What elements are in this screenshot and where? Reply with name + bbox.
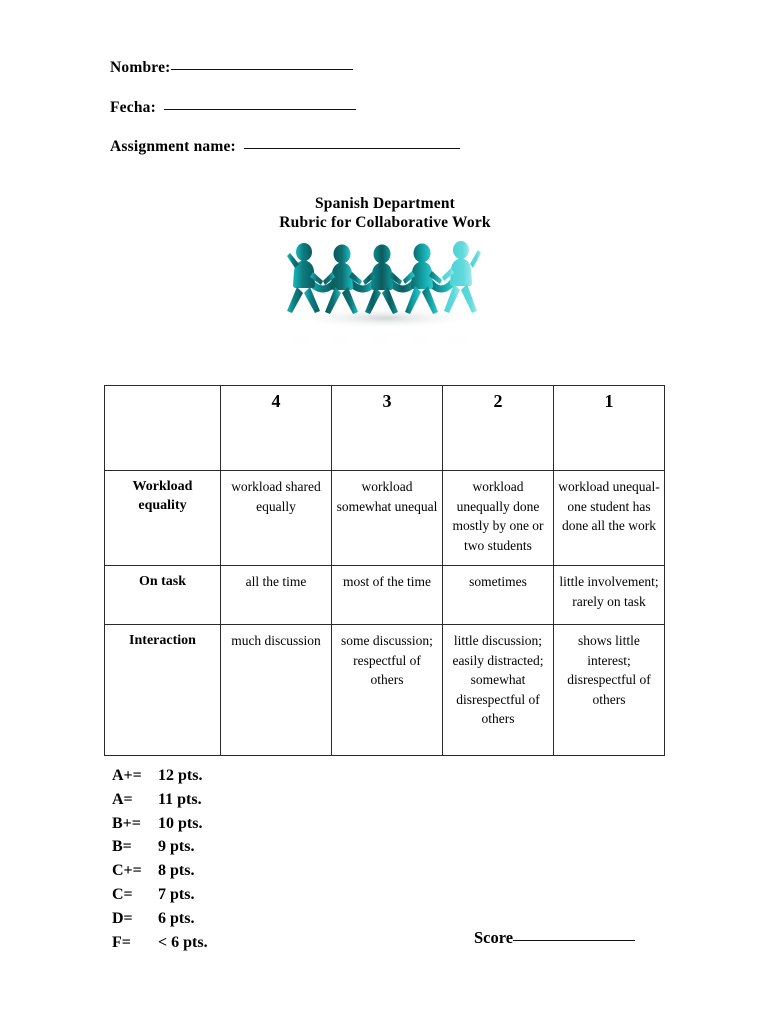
header-cell-2: 2 <box>442 385 554 471</box>
table-row-on-task: On task all the time most of the time so… <box>104 565 665 625</box>
table-row-workload-equality: Workload equality workload shared equall… <box>104 470 665 566</box>
table-header-row: 4 3 2 1 <box>104 385 665 471</box>
cell-workload-1: workload unequal-one student has done al… <box>553 470 665 566</box>
header-cell-4: 4 <box>220 385 332 471</box>
grade-value-a-plus: 12 pts. <box>158 767 203 784</box>
grade-row-c-plus: C+= 8 pts. <box>112 859 208 883</box>
field-fecha-label: Fecha: <box>110 98 156 116</box>
people-holding-hands-clipart <box>283 238 488 343</box>
page-title: Spanish Department Rubric for Collaborat… <box>0 194 770 232</box>
grade-value-c-plus: 8 pts. <box>158 862 195 880</box>
grade-row-a: A= 11 pts. <box>112 788 208 812</box>
field-nombre: Nombre: <box>110 60 670 76</box>
header-cell-criteria <box>104 385 221 471</box>
field-fecha-blank[interactable] <box>163 108 356 110</box>
title-line-department: Spanish Department <box>314 195 456 212</box>
cell-ontask-2: sometimes <box>442 565 554 625</box>
field-nombre-label: Nombre: <box>110 59 171 76</box>
rubric-table: 4 3 2 1 Workload equality workload share… <box>104 385 665 756</box>
cell-interaction-2: little discussion; easily distracted; so… <box>442 624 554 756</box>
grade-row-d: D= 6 pts. <box>112 907 208 931</box>
grade-row-c: C= 7 pts. <box>112 883 208 907</box>
header-fields: Nombre: Fecha: Assignment name: <box>110 60 670 179</box>
grade-row-b: B= 9 pts. <box>112 835 208 859</box>
criteria-label-workload-equality: Workload equality <box>104 470 221 566</box>
grade-value-b-plus: 10 pts. <box>158 814 203 832</box>
cell-ontask-4: all the time <box>220 565 332 625</box>
criteria-label-interaction: Interaction <box>104 624 221 756</box>
grade-value-a: 11 pts. <box>158 790 202 808</box>
grade-row-a-plus: A+= 12 pts. <box>112 764 208 788</box>
cell-ontask-3: most of the time <box>331 565 443 625</box>
grading-scale: A+= 12 pts. A= 11 pts. B+= 10 pts. B= 9 pts.… <box>112 764 208 954</box>
grade-key-b-plus: B+= <box>112 814 141 832</box>
grade-key-a-plus: A+= <box>112 767 142 784</box>
grade-value-f: < 6 pts. <box>158 933 208 951</box>
grade-row-b-plus: B+= 10 pts. <box>112 812 208 836</box>
grade-key-b: B= <box>112 838 132 856</box>
cell-interaction-1: shows little interest; disrespectful of … <box>553 624 665 756</box>
grade-key-d: D= <box>112 909 133 927</box>
cell-workload-3: workload somewhat unequal <box>331 470 443 566</box>
grade-row-f: F= < 6 pts. <box>112 931 208 955</box>
grade-value-d: 6 pts. <box>158 909 195 927</box>
score-blank[interactable] <box>513 940 636 941</box>
cell-workload-4: workload shared equally <box>220 470 332 566</box>
field-fecha: Fecha: <box>110 98 670 116</box>
grade-key-f: F= <box>112 933 131 951</box>
field-assignment-name: Assignment name: <box>110 139 670 155</box>
criteria-label-on-task: On task <box>104 565 221 625</box>
title-line-rubric: Rubric for Collaborative Work <box>279 214 491 231</box>
table-row-interaction: Interaction much discussion some discuss… <box>104 624 665 756</box>
cell-interaction-4: much discussion <box>220 624 332 756</box>
score-line: Score <box>474 928 636 948</box>
grade-key-a: A= <box>112 790 133 808</box>
header-cell-1: 1 <box>553 385 665 471</box>
cell-workload-2: workload unequally done mostly by one or… <box>442 470 554 566</box>
cell-interaction-3: some discussion; respectful of others <box>331 624 443 756</box>
header-cell-3: 3 <box>331 385 443 471</box>
field-nombre-blank[interactable] <box>170 69 353 70</box>
grade-value-b: 9 pts. <box>158 838 195 856</box>
grade-key-c-plus: C+= <box>112 862 142 880</box>
score-label: Score <box>474 928 514 947</box>
grade-value-c: 7 pts. <box>158 885 195 903</box>
grade-key-c: C= <box>112 885 133 903</box>
cell-ontask-1: little involvement; rarely on task <box>553 565 665 625</box>
field-assignment-name-label: Assignment name: <box>110 138 236 155</box>
field-assignment-name-blank[interactable] <box>243 148 460 149</box>
